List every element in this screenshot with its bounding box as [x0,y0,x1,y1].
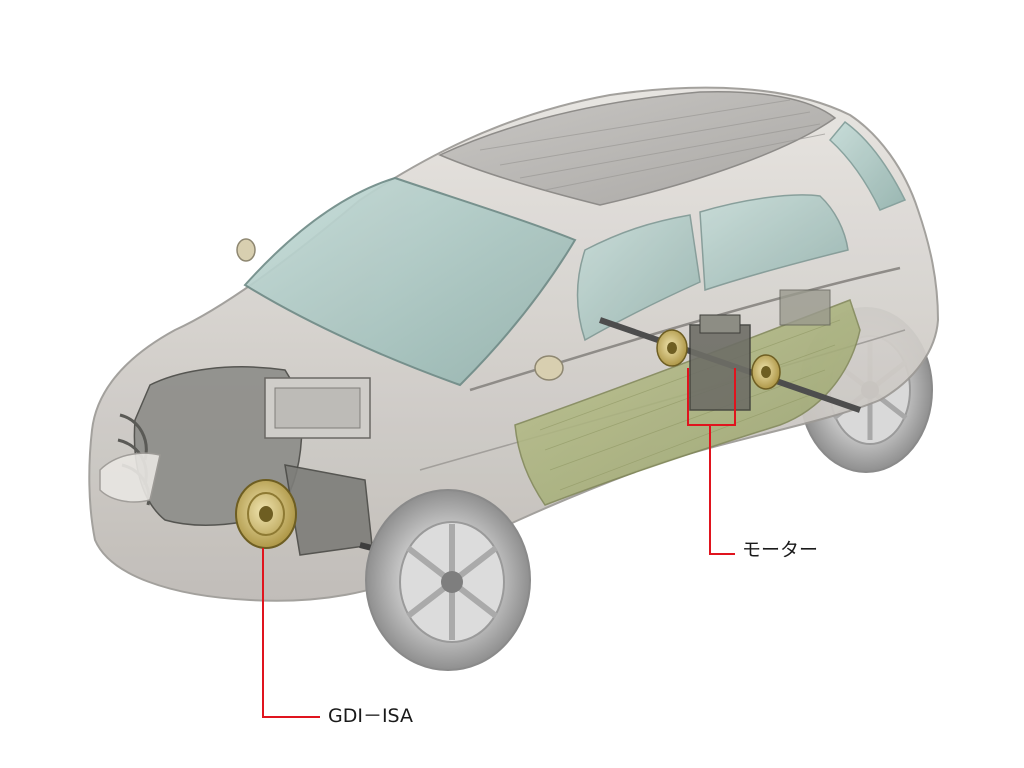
roof-panel [438,90,837,206]
front-wheel [365,489,531,671]
isa-pulley [235,479,297,549]
side-window-rear [699,194,849,292]
motor-leader-line [687,368,736,555]
gdi-isa-callout-label: GDI－ISA [328,705,413,727]
windshield [243,176,577,387]
side-window-front [576,214,701,342]
rear-motor-assembly [599,289,861,413]
motor-callout-label: モーター [742,539,819,561]
gdi-isa-leader-line [262,548,320,718]
rear-window [828,120,907,211]
